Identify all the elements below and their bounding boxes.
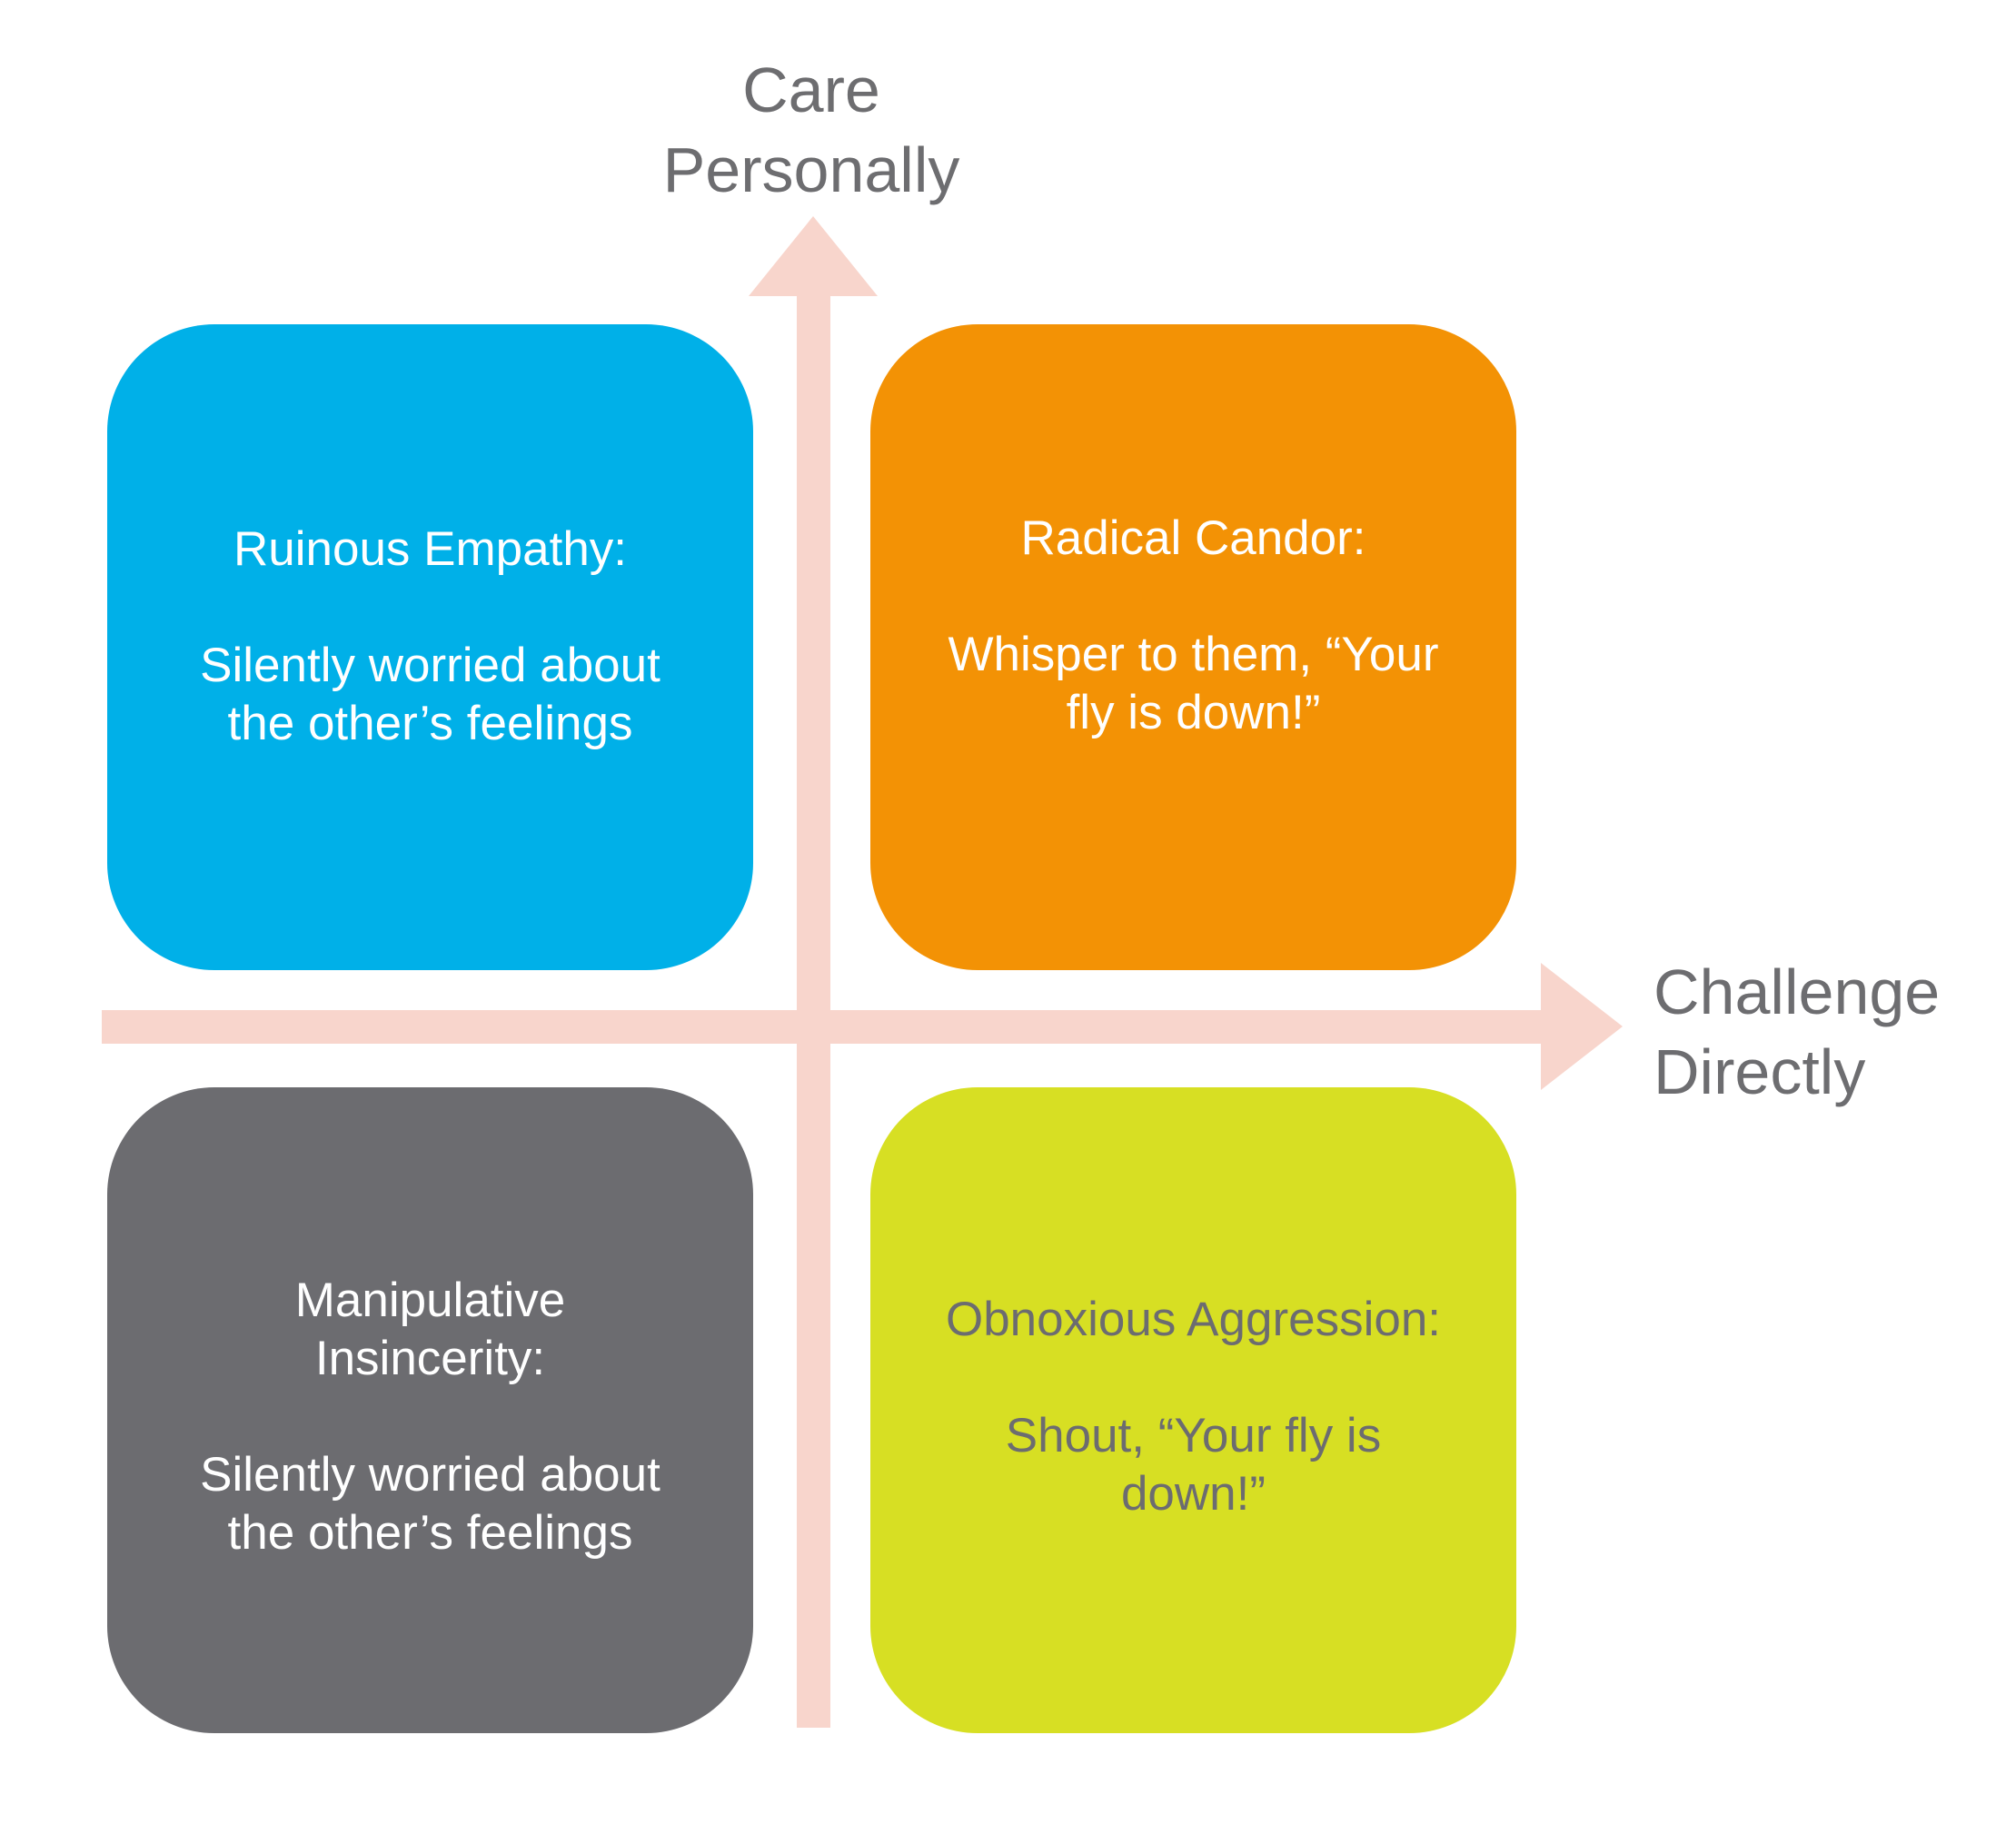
- quadrant-body-line-1: Shout, “Your fly is: [1005, 1408, 1382, 1462]
- quadrant-title: Ruinous Empathy:: [233, 521, 628, 576]
- x-axis-label-line-2: Directly: [1654, 1036, 1866, 1107]
- quadrant-obnoxious-aggression: Obnoxious Aggression: Shout, “Your fly i…: [870, 1087, 1516, 1733]
- quadrant-body-line-2: down!”: [1120, 1466, 1266, 1521]
- vertical-axis-arrowhead: [749, 216, 878, 296]
- y-axis-label-line-1: Care: [742, 55, 880, 125]
- quadrant-title-line-1: Manipulative: [294, 1273, 566, 1327]
- quadrant-title: Obnoxious Aggression:: [945, 1292, 1442, 1346]
- x-axis-label: Challenge Directly: [1654, 952, 1940, 1112]
- quadrant-ruinous-empathy: Ruinous Empathy: Silently worried about …: [107, 324, 753, 970]
- quadrant-radical-candor: Radical Candor: Whisper to them, “Your f…: [870, 324, 1516, 970]
- horizontal-axis-line: [102, 1010, 1555, 1044]
- horizontal-axis-arrowhead: [1541, 963, 1623, 1090]
- quadrant-body-line-1: Silently worried about: [200, 638, 660, 692]
- x-axis-label-line-1: Challenge: [1654, 957, 1941, 1027]
- y-axis-label: Care Personally: [507, 50, 1116, 210]
- quadrant-manipulative-insincerity: Manipulative Insincerity: Silently worri…: [107, 1087, 753, 1733]
- y-axis-label-line-2: Personally: [662, 134, 960, 205]
- quadrant-body-line-2: the other’s feelings: [227, 696, 633, 750]
- quadrant-title-line-2: Insincerity:: [314, 1331, 546, 1385]
- quadrant-title: Radical Candor:: [1020, 511, 1366, 565]
- quadrant-body-line-1: Whisper to them, “Your: [948, 627, 1439, 681]
- vertical-axis-line: [797, 291, 830, 1728]
- quadrant-body-line-1: Silently worried about: [200, 1447, 660, 1502]
- quadrant-body-line-2: fly is down!”: [1066, 685, 1321, 739]
- quadrant-body-line-2: the other’s feelings: [227, 1505, 633, 1560]
